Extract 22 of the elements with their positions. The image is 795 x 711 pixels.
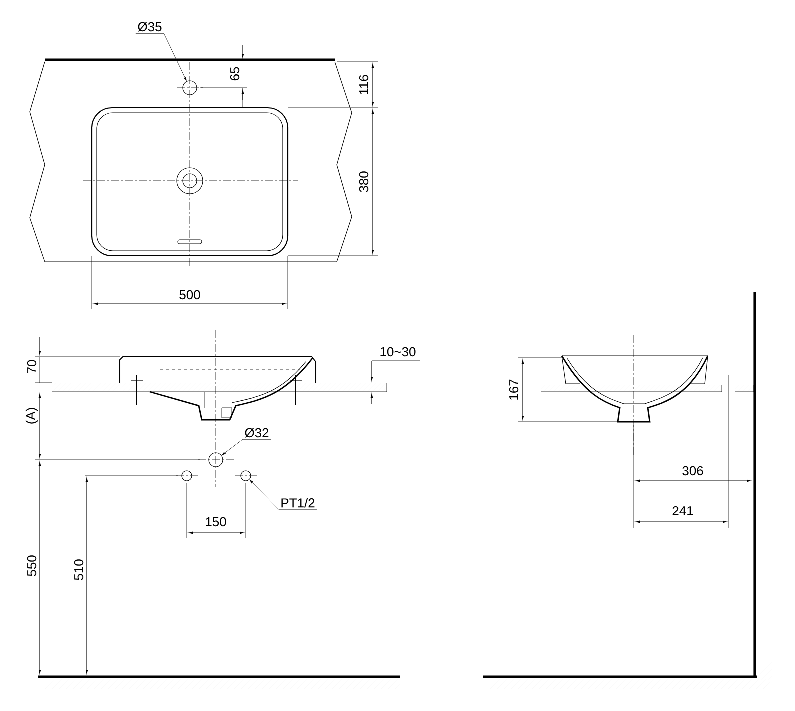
dimension-text: 380 [359, 172, 369, 192]
dimension-text: 116 [359, 75, 369, 94]
leader-line [222, 439, 272, 456]
hole-symbol [208, 452, 224, 468]
leader-line [136, 33, 187, 81]
dimension-text: 500 [180, 290, 200, 300]
dimension-text: 150 [206, 517, 226, 527]
dimension-text: 510 [74, 560, 84, 580]
callout-text: PT1/2 [282, 498, 315, 508]
hole-symbol [182, 80, 198, 96]
dimension-text: (A) [26, 408, 38, 424]
callout-text: Ø32 [245, 428, 269, 438]
dimension-text: 550 [27, 556, 37, 576]
dimension-text: 65 [230, 67, 240, 81]
leader-line [250, 480, 318, 510]
callout-text: Ø35 [138, 22, 162, 32]
dimension-text: 306 [682, 466, 704, 476]
dimension-text: 70 [27, 360, 37, 374]
dimension-text: 10~30 [380, 347, 416, 357]
hole-symbol [240, 470, 252, 482]
dimension-text: 241 [672, 506, 694, 516]
dimension-text: 167 [509, 380, 519, 400]
